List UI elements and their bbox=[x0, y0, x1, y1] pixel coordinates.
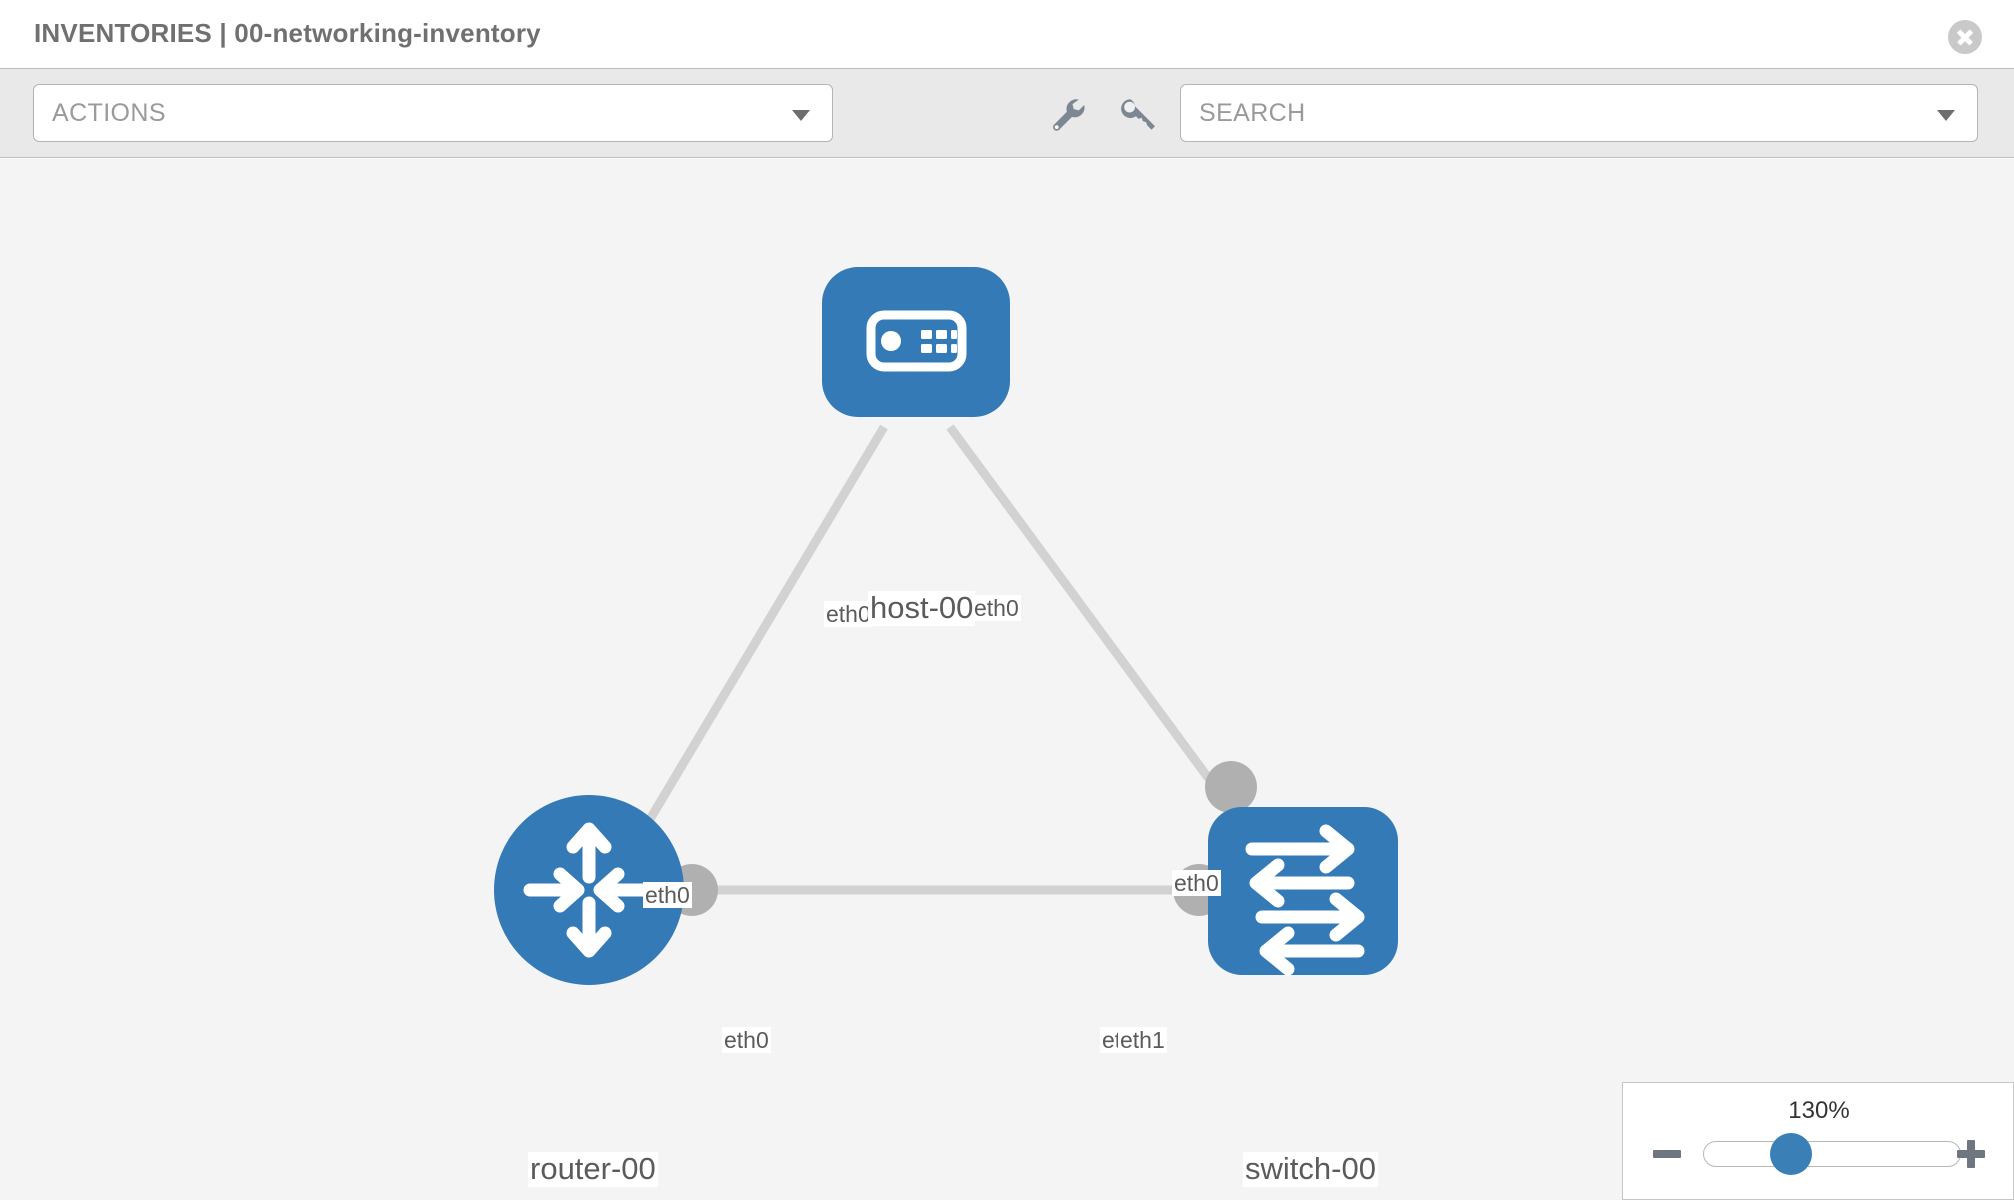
zoom-in-button[interactable] bbox=[1957, 1139, 1987, 1169]
zoom-out-button[interactable] bbox=[1653, 1139, 1683, 1169]
page-title: INVENTORIES | 00-networking-inventory bbox=[34, 18, 541, 48]
close-icon[interactable] bbox=[1948, 20, 1982, 54]
interface-label: eth0 bbox=[643, 882, 692, 909]
interface-label: eth0 bbox=[824, 601, 873, 628]
zoom-level-value: 130% bbox=[1788, 1097, 1850, 1124]
zoom-control-panel: 130% bbox=[1622, 1082, 2014, 1200]
page-header: INVENTORIES | 00-networking-inventory bbox=[0, 0, 2014, 68]
topology-links bbox=[627, 424, 1266, 895]
toolbar: ACTIONS SEARCH bbox=[0, 68, 2014, 158]
node-label-router: router-00 bbox=[528, 1151, 658, 1187]
node-label-switch: switch-00 bbox=[1243, 1151, 1378, 1187]
chevron-down-icon[interactable] bbox=[792, 110, 810, 121]
search-input[interactable]: SEARCH bbox=[1180, 84, 1978, 142]
node-label-host: host-00 bbox=[868, 590, 976, 626]
topology-canvas[interactable]: eth0 eth0 eth0 eth0 eth0 eth0 eth1 host-… bbox=[0, 159, 2014, 1200]
key-icon[interactable] bbox=[1115, 93, 1157, 135]
zoom-slider-thumb[interactable] bbox=[1770, 1133, 1812, 1175]
zoom-slider-track[interactable] bbox=[1703, 1141, 1961, 1167]
switch-arrows-icon bbox=[1245, 824, 1365, 976]
search-placeholder: SEARCH bbox=[1199, 99, 1306, 127]
interface-label: eth0 bbox=[722, 1027, 771, 1054]
topology-graph bbox=[494, 267, 1398, 985]
interface-label: eth0 bbox=[972, 595, 1021, 622]
server-icon bbox=[866, 310, 967, 372]
actions-dropdown[interactable]: ACTIONS bbox=[33, 84, 833, 142]
node-switch-00 bbox=[1208, 807, 1398, 976]
interface-label: eth0 bbox=[1172, 870, 1221, 897]
router-arrows-icon bbox=[523, 822, 655, 958]
node-router-00 bbox=[494, 795, 684, 985]
node-host-00 bbox=[822, 267, 1010, 417]
link-router-host bbox=[627, 424, 888, 854]
chevron-down-icon[interactable] bbox=[1937, 110, 1955, 121]
wrench-icon[interactable] bbox=[1046, 93, 1088, 135]
interface-label: eth1 bbox=[1118, 1027, 1167, 1054]
port-switch-top bbox=[1205, 761, 1257, 813]
actions-dropdown-label: ACTIONS bbox=[52, 99, 166, 127]
